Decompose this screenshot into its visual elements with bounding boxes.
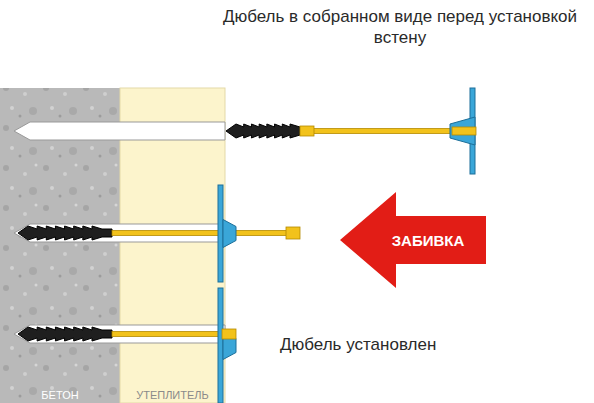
dowel-sleeve xyxy=(18,327,112,341)
arrow-label: ЗАБИВКА xyxy=(374,232,482,249)
layer-label: УТЕПЛИТЕЛЬ xyxy=(120,389,225,401)
nail-head xyxy=(222,329,236,339)
status-note: Дюбель установлен xyxy=(280,334,530,355)
plate-hub xyxy=(450,117,475,145)
layer-label: БЕТОН xyxy=(0,389,120,401)
nail-rod xyxy=(112,231,288,236)
arrow-fill xyxy=(340,192,486,288)
plate-hub xyxy=(223,220,236,248)
dowel-plate xyxy=(218,288,223,403)
concrete-band: БЕТОН xyxy=(0,88,120,403)
hammering-arrow: ЗАБИВКА xyxy=(340,192,486,288)
dowel-plate xyxy=(218,185,223,282)
rod-collar xyxy=(300,126,314,136)
nail-rod xyxy=(310,129,468,134)
title-note: Дюбель в собранном виде перед установкой… xyxy=(210,6,590,49)
dowel-sleeve xyxy=(226,124,310,138)
insulation-band: УТЕПЛИТЕЛЬ xyxy=(120,88,225,403)
nail-rod xyxy=(112,332,226,337)
nail-head xyxy=(286,227,300,239)
dowel-sleeve xyxy=(18,226,112,240)
nail-head xyxy=(452,127,476,135)
